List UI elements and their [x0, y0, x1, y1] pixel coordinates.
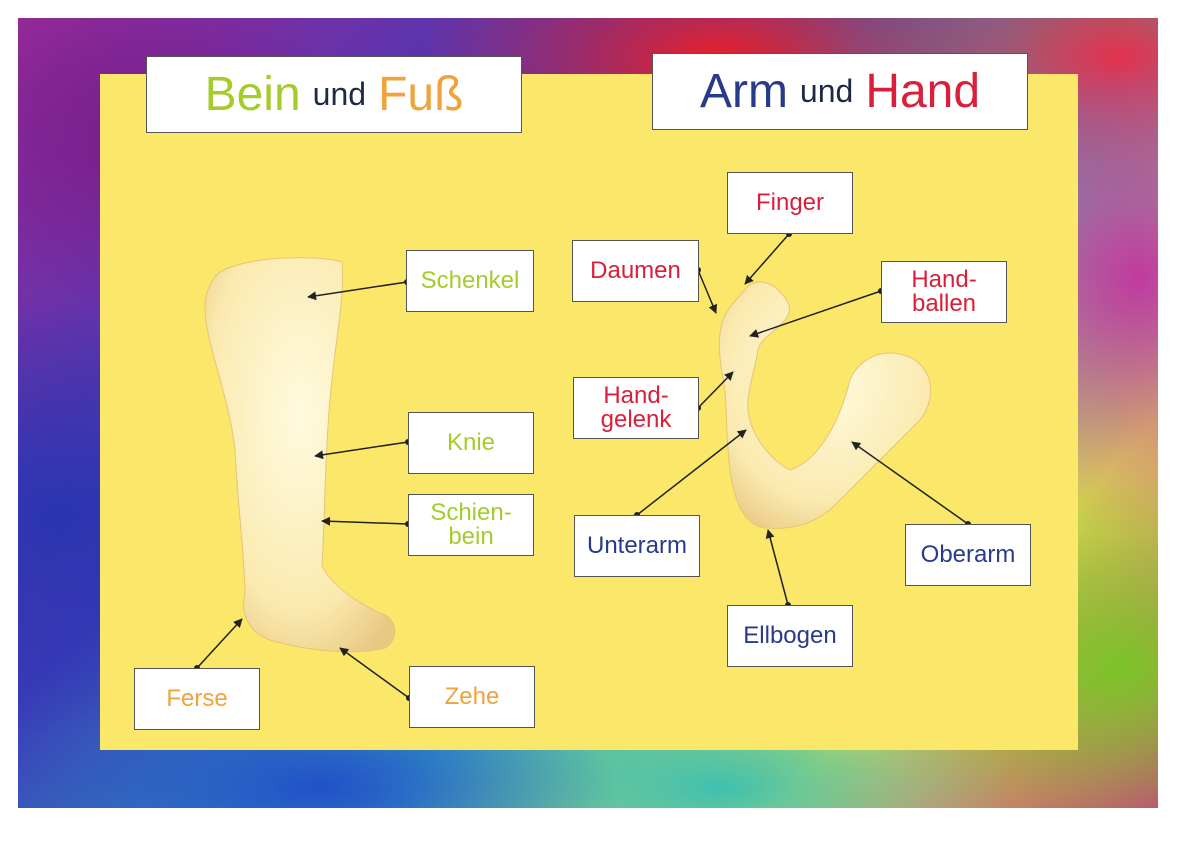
label-unterarm-text: Unterarm: [586, 532, 688, 559]
title-arm: Arm: [699, 65, 788, 118]
pointer-handgelenk: [697, 371, 734, 409]
title-fuss: Fuß: [378, 68, 464, 121]
title-hand: Hand: [865, 65, 981, 118]
label-handgelenk-line1: Hand-: [603, 382, 669, 409]
label-schenkel-text: Schenkel: [420, 267, 520, 294]
label-ferse-text: Ferse: [166, 685, 228, 712]
label-oberarm-text: Oberarm: [920, 541, 1016, 568]
label-finger: Finger: [727, 172, 853, 234]
label-handballen: Hand- ballen: [881, 261, 1007, 323]
label-ferse: Ferse: [134, 668, 260, 730]
label-daumen-text: Daumen: [590, 257, 681, 284]
pointer-handballen: [749, 290, 882, 338]
label-schienbein-line1: Schien-: [430, 499, 512, 526]
pointer-unterarm: [636, 429, 747, 516]
label-schienbein-line2: bein: [448, 523, 494, 550]
pointer-finger: [744, 233, 790, 285]
label-finger-text: Finger: [755, 189, 825, 216]
label-ellbogen-text: Ellbogen: [743, 622, 837, 649]
pointer-knie: [314, 441, 409, 460]
title-bein: Bein: [204, 68, 301, 121]
label-ellbogen: Ellbogen: [727, 605, 853, 667]
label-unterarm: Unterarm: [574, 515, 700, 577]
pointer-oberarm: [851, 441, 969, 525]
label-schienbein: Schien- bein: [408, 494, 534, 556]
arm-drawing: [718, 281, 932, 529]
label-knie-text: Knie: [446, 429, 496, 456]
label-schenkel: Schenkel: [406, 250, 534, 312]
leg-drawing: [204, 257, 396, 653]
label-handballen-line2: ballen: [911, 290, 977, 317]
label-daumen: Daumen: [572, 240, 699, 302]
label-oberarm: Oberarm: [905, 524, 1031, 586]
title-und-right: und: [799, 73, 854, 109]
pointer-schienbein: [321, 516, 409, 526]
label-zehe-text: Zehe: [444, 683, 500, 710]
label-knie: Knie: [408, 412, 534, 474]
pointer-ellbogen: [765, 529, 789, 606]
pointer-schenkel: [307, 281, 408, 301]
label-handgelenk-line2: gelenk: [600, 406, 672, 433]
pointer-daumen: [697, 269, 718, 314]
label-zehe: Zehe: [409, 666, 535, 728]
label-handballen-line1: Hand-: [911, 266, 977, 293]
pointer-zehe: [339, 647, 410, 699]
title-arm-hand: Arm und Hand: [652, 53, 1028, 130]
pointer-ferse: [196, 618, 243, 669]
title-leg-foot: Bein und Fuß: [146, 56, 522, 133]
title-und-left: und: [312, 76, 367, 112]
label-handgelenk: Hand- gelenk: [573, 377, 699, 439]
